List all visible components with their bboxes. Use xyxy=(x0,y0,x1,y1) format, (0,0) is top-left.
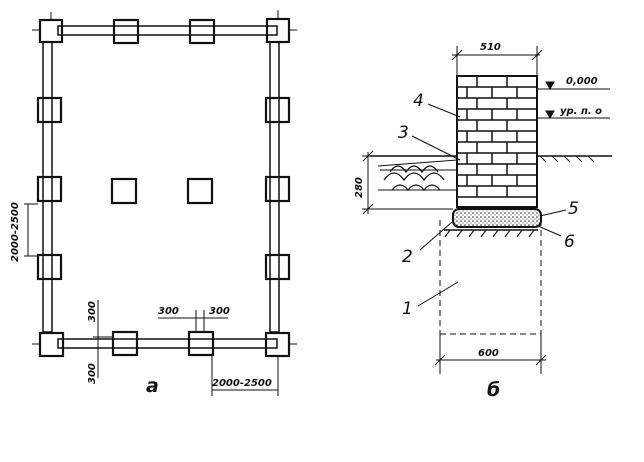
plan-dim-spacing-left: 2000-2500 xyxy=(10,202,21,262)
section-dim-footing-width: 600 xyxy=(478,348,499,359)
foundation-section xyxy=(362,46,612,374)
axis-lines xyxy=(32,10,297,345)
plan-dim-gap-left-2: 300 xyxy=(87,363,98,384)
section-dim-depth: 280 xyxy=(354,177,365,198)
dim-gap-left xyxy=(93,300,112,378)
grade-beams xyxy=(42,25,280,349)
section-caption: б xyxy=(487,379,500,401)
section-label-4: 4 xyxy=(413,91,424,111)
level-marks xyxy=(537,81,610,120)
dim-bottom-spacing xyxy=(211,356,279,396)
section-level-top: 0,000 xyxy=(566,76,598,87)
leader-lines xyxy=(411,103,567,307)
ground-line xyxy=(370,155,612,192)
section-label-1: 1 xyxy=(402,299,413,319)
plan-dim-gap-left-1: 300 xyxy=(87,301,98,322)
plan-dim-gap-bottom-2: 300 xyxy=(209,306,230,317)
section-dim-wall-width: 510 xyxy=(480,42,501,53)
plan-dim-spacing-bottom: 2000-2500 xyxy=(212,378,272,389)
section-label-5: 5 xyxy=(568,199,579,219)
section-label-6: 6 xyxy=(564,232,575,252)
dim-wall-width xyxy=(451,46,543,76)
dim-left-spacing xyxy=(24,203,38,257)
section-label-2: 2 xyxy=(402,247,413,267)
dim-gap-bottom xyxy=(158,310,228,332)
brick-wall xyxy=(456,75,538,208)
plan-caption: а xyxy=(146,375,159,397)
pile-outline xyxy=(439,220,542,335)
section-level-ground: ур. п. о xyxy=(560,106,602,117)
footing-pad xyxy=(444,208,542,238)
section-label-3: 3 xyxy=(398,123,409,143)
dim-depth xyxy=(362,150,453,215)
dim-footing-width xyxy=(434,334,547,374)
foundation-plan xyxy=(24,10,297,396)
plan-dim-gap-bottom-1: 300 xyxy=(158,306,179,317)
